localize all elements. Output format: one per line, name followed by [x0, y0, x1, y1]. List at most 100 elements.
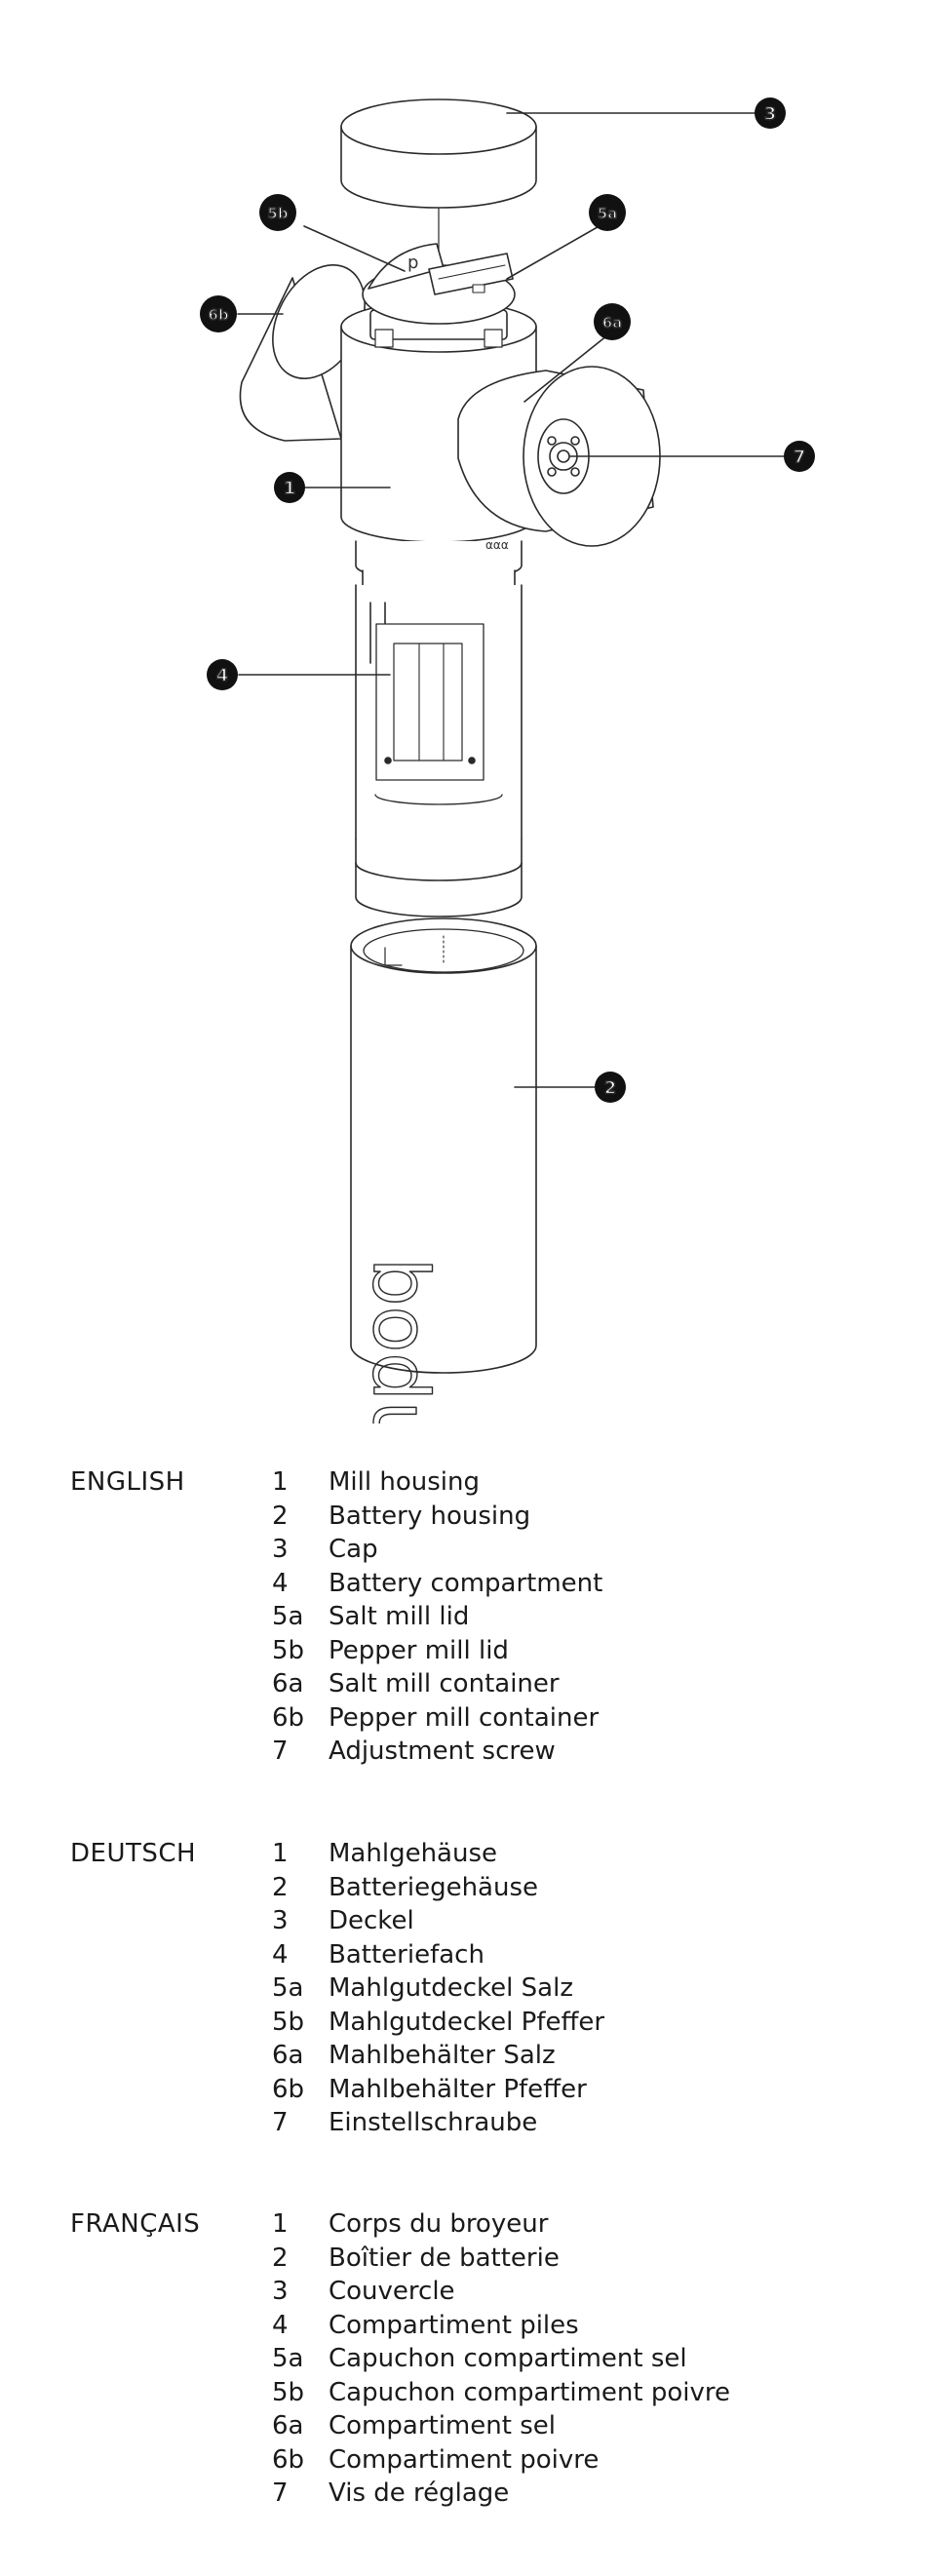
legend-item: 6a Mahlbehälter Salz	[272, 2039, 604, 2073]
item-label: Mahlgehäuse	[329, 1839, 497, 1868]
legend-item: 5b Capuchon compartiment poivre	[272, 2376, 730, 2410]
item-label: Vis de réglage	[329, 2478, 510, 2508]
callout-6b: 6b	[200, 295, 237, 332]
callout-5b: 5b	[259, 194, 296, 231]
item-number: 1	[272, 1839, 289, 1868]
item-number: 4	[272, 2310, 289, 2340]
item-number: 5a	[272, 2344, 304, 2373]
scale-marks: ααα	[485, 538, 509, 552]
callout-1-label: 1	[284, 479, 296, 499]
exploded-diagram: ααα p	[200, 98, 815, 1424]
battery-housing-part: bodum	[350, 917, 537, 1424]
item-number: 2	[272, 1872, 289, 1902]
item-label: Battery compartment	[329, 1568, 603, 1598]
item-label: Capuchon compartiment sel	[329, 2344, 687, 2373]
item-number: 6a	[272, 2041, 304, 2070]
item-number: 6b	[272, 2444, 305, 2475]
item-label: Batteriefach	[329, 1939, 484, 1970]
item-number: 5a	[272, 1602, 304, 1631]
legend-item: 1 Mahlgehäuse	[272, 1837, 604, 1871]
legend-item: 4 Battery compartment	[272, 1567, 602, 1601]
item-label: Pepper mill container	[329, 1702, 600, 1733]
legend-item: 5a Salt mill lid	[272, 1600, 602, 1634]
item-number: 5a	[272, 1973, 304, 2003]
brand-mark: bodum	[356, 1258, 444, 1424]
item-number: 3	[272, 1535, 289, 1564]
callout-7: 7	[784, 441, 815, 472]
item-label: Mahlgutdeckel Salz	[329, 1973, 573, 2003]
legend-item: 2 Boîtier de batterie	[272, 2242, 730, 2276]
callout-1: 1	[274, 472, 305, 503]
callout-3-label: 3	[764, 104, 777, 125]
item-number: 7	[272, 1737, 289, 1766]
item-label: Compartiment poivre	[329, 2444, 600, 2475]
item-label: Einstellschraube	[329, 2108, 538, 2137]
battery-compartment-part	[355, 584, 523, 917]
legend-item: 5a Mahlgutdeckel Salz	[272, 1971, 604, 2006]
item-label: Pepper mill lid	[329, 1635, 509, 1665]
legend-item: 2 Battery housing	[272, 1500, 602, 1534]
mill-lids-part: p	[362, 243, 516, 325]
item-label: Deckel	[329, 1906, 414, 1935]
item-label: Capuchon compartiment poivre	[329, 2377, 730, 2407]
callout-6b-label: 6b	[208, 306, 228, 324]
legend-item: 4 Batteriefach	[272, 1938, 604, 1972]
legend-item: 2 Batteriegehäuse	[272, 1871, 604, 1905]
callout-5a: 5a	[589, 194, 626, 231]
item-number: 6b	[272, 2074, 305, 2104]
item-label: Boîtier de batterie	[329, 2243, 560, 2273]
legend-item: 7 Einstellschraube	[272, 2106, 604, 2140]
legend-item: 3 Cap	[272, 1533, 602, 1567]
legend-item: 5a Capuchon compartiment sel	[272, 2342, 730, 2376]
item-number: 5b	[272, 1635, 305, 1665]
language-heading: FRANÇAIS	[70, 2209, 201, 2239]
callout-5a-label: 5a	[598, 205, 618, 222]
callout-6a-label: 6a	[602, 314, 623, 332]
item-label: Batteriegehäuse	[329, 1872, 538, 1902]
item-label: Salt mill container	[329, 1669, 560, 1698]
legend-item: 6b Compartiment poivre	[272, 2443, 730, 2478]
item-number: 2	[272, 2243, 289, 2273]
item-number: 2	[272, 1501, 289, 1531]
legend-item: 6b Mahlbehälter Pfeffer	[272, 2073, 604, 2107]
item-label: Battery housing	[329, 1501, 531, 1531]
callout-5b-label: 5b	[267, 205, 288, 222]
cap-part	[340, 98, 537, 209]
item-number: 4	[272, 1568, 289, 1598]
callout-4: 4	[207, 659, 238, 690]
callout-4-label: 4	[216, 666, 229, 686]
item-number: 6a	[272, 2411, 304, 2440]
item-label: Couvercle	[329, 2277, 455, 2306]
item-number: 1	[272, 2209, 289, 2239]
item-label: Mahlbehälter Pfeffer	[329, 2074, 587, 2104]
item-number: 5b	[272, 2007, 305, 2037]
legend-item: 4 Compartiment piles	[272, 2309, 730, 2343]
item-label: Mahlbehälter Salz	[329, 2041, 556, 2070]
callout-6a: 6a	[594, 303, 631, 340]
item-label: Mahlgutdeckel Pfeffer	[329, 2007, 605, 2037]
callout-2: 2	[595, 1072, 626, 1103]
svg-text:p: p	[407, 253, 418, 273]
item-label: Cap	[329, 1535, 378, 1564]
item-number: 7	[272, 2108, 289, 2137]
item-number: 6a	[272, 1669, 304, 1698]
callout-2-label: 2	[604, 1078, 617, 1099]
legend-item: 5b Mahlgutdeckel Pfeffer	[272, 2006, 604, 2040]
item-number: 4	[272, 1939, 289, 1970]
item-number: 3	[272, 2277, 289, 2306]
item-number: 7	[272, 2478, 289, 2508]
item-label: Compartiment piles	[329, 2310, 579, 2340]
item-number: 5b	[272, 2377, 305, 2407]
item-label: Mill housing	[329, 1467, 480, 1497]
callout-7-label: 7	[794, 448, 806, 468]
item-label: Salt mill lid	[329, 1602, 470, 1631]
